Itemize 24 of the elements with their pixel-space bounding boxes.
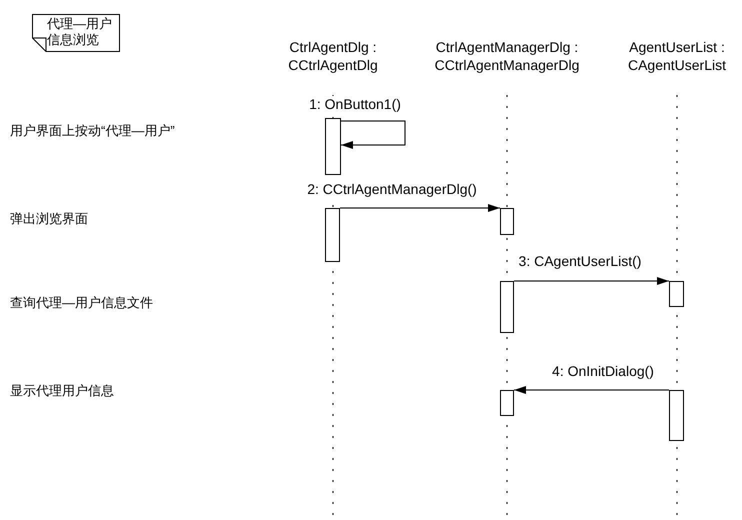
object-header: CtrlAgentManagerDlg : CCtrlAgentManagerDlg <box>427 38 587 74</box>
edge-label: 4: OnInitDialog() <box>550 363 656 379</box>
activation-bar <box>500 208 514 235</box>
step-description: 弹出浏览界面 <box>10 210 88 228</box>
message-arrow <box>340 120 406 149</box>
object-header: AgentUserList : CAgentUserList <box>621 38 733 74</box>
note-text: 代理—用户信息浏览 <box>47 16 113 48</box>
message-arrow <box>514 386 670 394</box>
activation-bar <box>500 390 514 416</box>
edge-label: 3: CAgentUserList() <box>516 253 644 269</box>
activation-bar <box>669 281 684 307</box>
message-arrow <box>340 204 500 212</box>
note-box <box>32 14 120 52</box>
edge-label: 2: CCtrlAgentManagerDlg() <box>305 181 479 197</box>
activation-bar <box>325 208 340 262</box>
activation-bar <box>500 281 514 333</box>
message-arrow <box>514 277 670 285</box>
step-description: 显示代理用户信息 <box>10 382 114 400</box>
edge-label: 1: OnButton1() <box>307 96 403 112</box>
step-description: 用户界面上按动“代理—用户” <box>10 122 175 140</box>
activation-bar <box>669 390 684 441</box>
object-header: CtrlAgentDlg : CCtrlAgentDlg <box>277 38 389 74</box>
activation-bar <box>325 118 341 175</box>
step-description: 查询代理—用户信息文件 <box>10 294 153 312</box>
